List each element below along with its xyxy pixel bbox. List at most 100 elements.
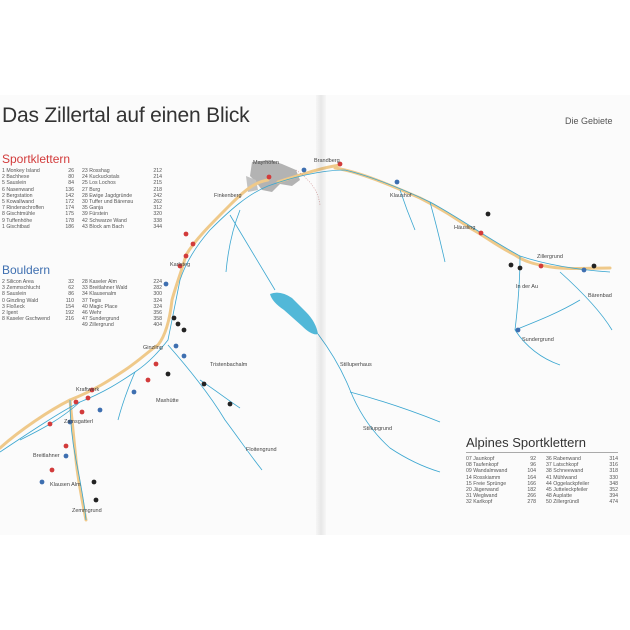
- area-page: 26: [68, 168, 74, 174]
- area-name: 09 Wandalmwand: [466, 468, 508, 475]
- area-name: 42 Schwarze Wand: [82, 217, 127, 224]
- area-name: 45 Jutteleckpfeiler: [546, 487, 588, 494]
- area-name: 15 Freie Sprünge: [466, 480, 507, 487]
- marker-sport: [89, 387, 95, 393]
- area-page: 320: [153, 211, 162, 218]
- river-stillup-branch: [349, 391, 441, 423]
- marker-sport: [538, 263, 544, 269]
- place-kraftwerk: Kraftwerk: [76, 387, 100, 393]
- area-page: 62: [68, 285, 74, 292]
- area-name: 27 Burg: [82, 186, 101, 193]
- area-name: 49 Zillergrund: [82, 322, 114, 329]
- place-finkenberg: Finkenberg: [214, 193, 242, 199]
- area-page: 278: [527, 499, 536, 506]
- area-name: 20 Jägerwand: [466, 487, 499, 494]
- markers-alpine: [91, 211, 597, 503]
- area-name: 43 Block am Bach: [82, 223, 124, 230]
- area-name: 44 Oggelackpfeiler: [546, 480, 590, 487]
- area-page: 216: [65, 316, 74, 323]
- area-page: 214: [153, 174, 162, 181]
- area-page: 186: [65, 223, 74, 230]
- area-name: 34 Klausenalm: [82, 291, 117, 298]
- road-to-brandberg: [276, 163, 342, 184]
- area-page: 172: [65, 199, 74, 206]
- area-page: 175: [65, 211, 74, 218]
- area-name: 8 Gischtmühle: [2, 211, 36, 218]
- area-name: 28 Kaseler Alm: [82, 279, 117, 285]
- area-name: 31 Weglwand: [466, 493, 498, 500]
- areas-heading: Die Gebiete: [565, 116, 613, 126]
- page-fold: [316, 95, 326, 535]
- river-sunder: [514, 255, 521, 331]
- area-name: 50 Zillergründl: [546, 499, 579, 506]
- river-side-4: [117, 371, 136, 421]
- area-page: 84: [68, 180, 74, 187]
- marker-sport: [145, 377, 151, 383]
- marker-boulder: [515, 327, 521, 333]
- place-zemmgrund: Zemmgrund: [72, 508, 102, 514]
- area-page: 92: [530, 456, 536, 462]
- area-page: 166: [527, 480, 536, 487]
- area-name: 23 Rosshag: [82, 168, 110, 174]
- marker-alpine: [517, 265, 523, 271]
- place-stilluperhaus: Stilluperhaus: [340, 362, 372, 368]
- marker-alpine: [508, 262, 514, 268]
- river-zemmbach: [69, 399, 87, 521]
- area-page: 242: [153, 192, 162, 199]
- marker-alpine: [171, 315, 177, 321]
- river-stillup: [229, 214, 276, 291]
- river-side-3: [225, 209, 241, 273]
- marker-alpine: [175, 321, 181, 327]
- area-name: 35 Ganja: [82, 205, 104, 212]
- river-zillergrund-upper: [559, 271, 613, 331]
- area-name: 32 Karlkopf: [466, 499, 493, 506]
- marker-sport: [190, 241, 196, 247]
- place-inderau: In der Au: [516, 284, 539, 290]
- marker-sport: [478, 230, 484, 236]
- marker-alpine: [93, 497, 99, 503]
- area-page: 316: [609, 462, 618, 469]
- place-zillergrund: Zillergrund: [537, 254, 563, 260]
- area-name: 08 Taufenkopf: [466, 462, 499, 469]
- area-name: 24 Kuckuckstals: [82, 174, 120, 181]
- marker-boulder: [163, 281, 169, 287]
- place-maxhuette: Maxhütte: [156, 398, 179, 404]
- area-page: 154: [65, 303, 74, 310]
- river-stillup-lower: [317, 333, 441, 473]
- area-name: 7 Rindenschroffen: [2, 205, 45, 212]
- area-name: 0 Ginzling Wald: [2, 297, 39, 304]
- area-page: 215: [153, 180, 162, 187]
- place-baerenbad: Bärenbad: [588, 293, 612, 299]
- area-page: 358: [153, 316, 162, 323]
- area-page: 104: [527, 468, 536, 475]
- area-page: 324: [153, 297, 162, 304]
- area-name: 14 Rosskiamm: [466, 474, 501, 481]
- marker-alpine: [227, 401, 233, 407]
- area-page: 80: [68, 174, 74, 181]
- place-sundergrund: Sundergrund: [522, 337, 554, 343]
- area-page: 394: [609, 493, 618, 500]
- area-name: 1 Gischtbad: [2, 223, 30, 230]
- place-breitlahner: Breitlahner: [33, 453, 60, 459]
- page-title: Das Zillertal auf einen Blick: [2, 104, 250, 127]
- area-name: 3 Zemmschlucht: [2, 285, 41, 292]
- area-name: 48 Auplatte: [546, 493, 572, 500]
- area-name: 2 Silicon Area: [2, 279, 34, 285]
- area-page: 182: [527, 487, 536, 494]
- area-page: 266: [527, 493, 536, 500]
- marker-alpine: [591, 263, 597, 269]
- area-name: 25 Los Lochos: [82, 180, 116, 187]
- area-name: 3 Floßeck: [2, 303, 25, 310]
- marker-boulder: [39, 479, 45, 485]
- marker-sport: [266, 174, 272, 180]
- place-ginzling: Ginzling: [143, 345, 163, 351]
- area-name: 47 Sundergrund: [82, 316, 120, 323]
- alpine-divider: [466, 452, 618, 453]
- area-page: 404: [153, 322, 162, 329]
